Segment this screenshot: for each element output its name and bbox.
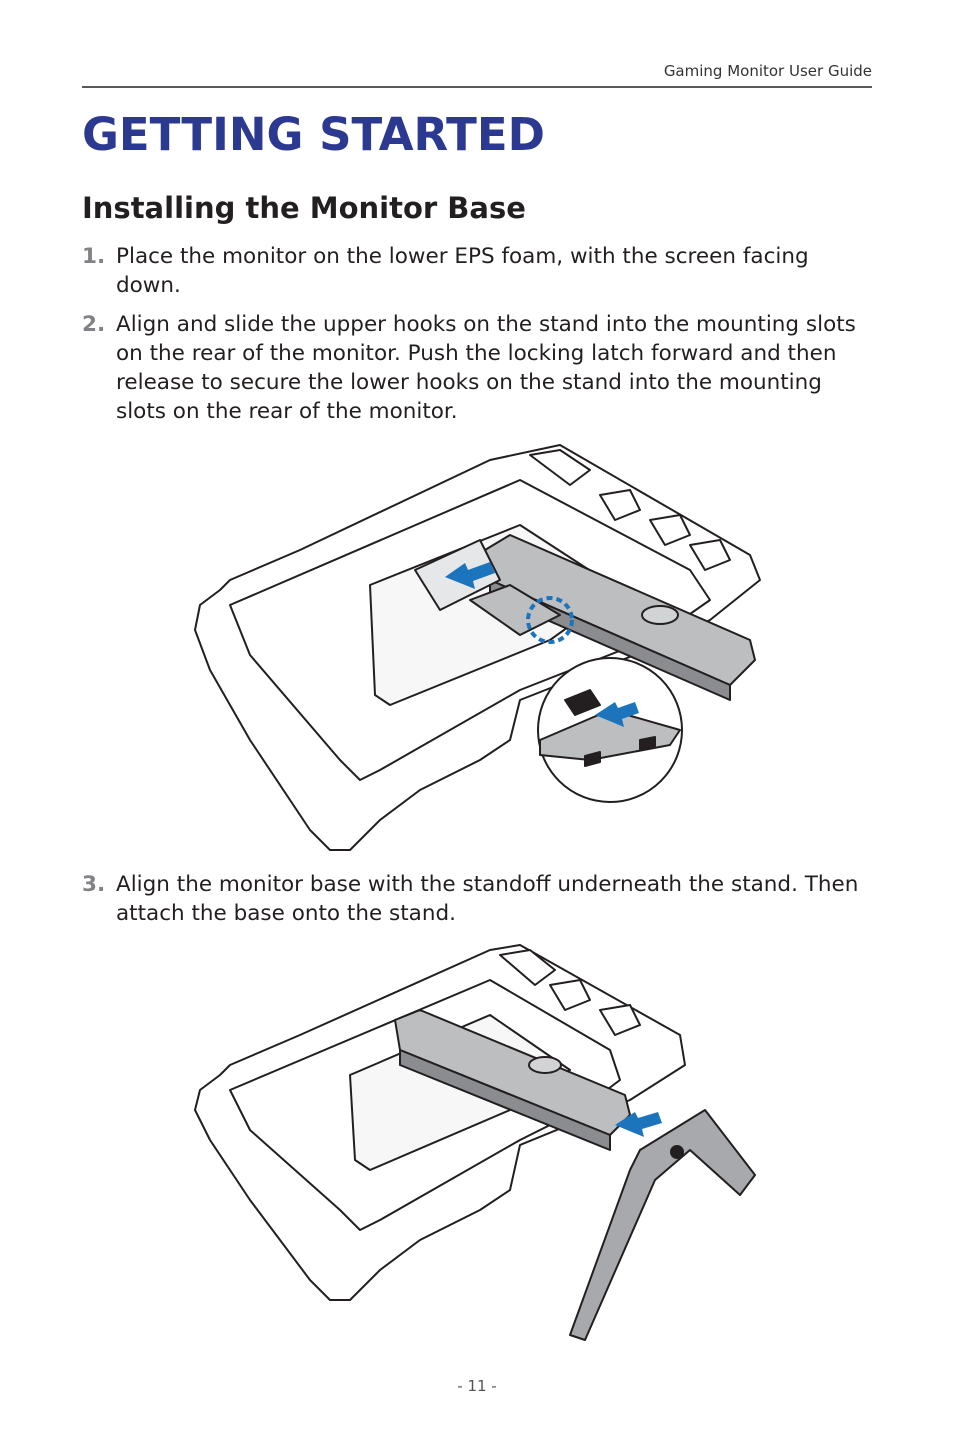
- stand-attach-illustration: [194, 444, 761, 851]
- step-1: 1. Place the monitor on the lower EPS fo…: [82, 242, 874, 300]
- base-attach-illustration: [194, 944, 756, 1341]
- step-number: 1.: [82, 244, 106, 269]
- step-number: 2.: [82, 312, 106, 337]
- step-number: 3.: [82, 872, 106, 897]
- section-title: Installing the Monitor Base: [82, 191, 526, 225]
- step-text: Place the monitor on the lower EPS foam,…: [116, 244, 809, 298]
- header-divider: [82, 86, 872, 88]
- step-2: 2. Align and slide the upper hooks on th…: [82, 310, 874, 426]
- step-text: Align and slide the upper hooks on the s…: [116, 312, 856, 424]
- step-3: 3. Align the monitor base with the stand…: [82, 870, 874, 928]
- step-text: Align the monitor base with the standoff…: [116, 872, 859, 926]
- chapter-title: GETTING STARTED: [82, 108, 545, 161]
- page-number: - 11 -: [457, 1377, 497, 1395]
- running-header: Gaming Monitor User Guide: [663, 62, 872, 80]
